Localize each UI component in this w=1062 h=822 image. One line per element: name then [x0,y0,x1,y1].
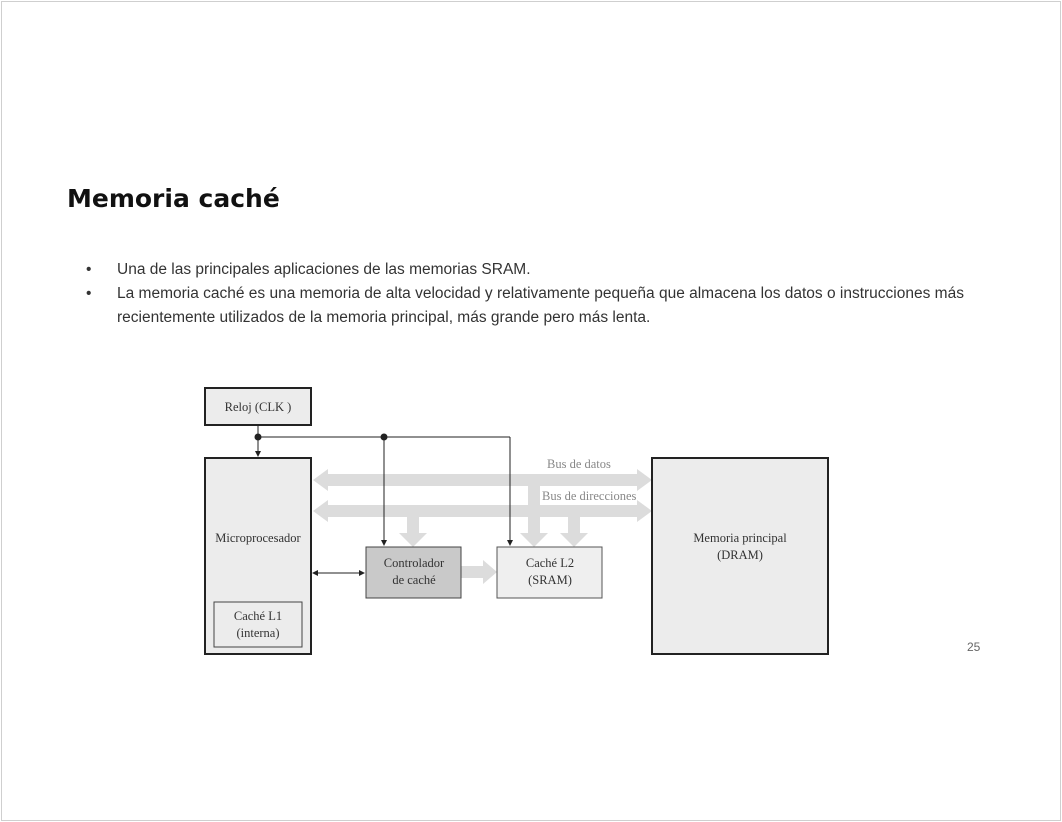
data-to-l2-arrow [520,486,548,547]
bullet-icon: • [86,285,92,302]
controller-to-l2-arrow [461,560,497,584]
address-bus-arrow [313,500,652,522]
data-bus-label: Bus de datos [547,457,611,471]
clock-box [204,387,312,426]
l2-label: Caché L2 [526,556,574,570]
bullet-item: •Una de las principales aplicaciones de … [84,258,984,282]
microprocessor-label: Microprocesador [215,531,301,545]
l1-label: Caché L1 [234,609,282,623]
bullet-list: •Una de las principales aplicaciones de … [84,258,984,330]
page-number: 25 [967,640,981,654]
junction-dot [254,433,262,441]
main-memory-label: Memoria principal [693,531,787,545]
controller-label: Controlador [384,556,445,570]
address-bus-label: Bus de direcciones [542,489,637,503]
main-memory-sublabel: (DRAM) [717,548,763,562]
junction-dot [380,433,388,441]
l1-sublabel: (interna) [236,626,279,640]
slide-title: Memoria caché [67,184,280,213]
controller-sublabel: de caché [392,573,436,587]
l1-cache-box [213,601,303,648]
bullet-icon: • [86,261,92,278]
data-bus-arrow [313,469,652,491]
address-to-controller-arrow [399,517,427,547]
bullet-item: •La memoria caché es una memoria de alta… [84,282,984,330]
clock-label: Reloj (CLK ) [225,400,292,414]
cache-controller-box [365,546,462,599]
l2-sublabel: (SRAM) [528,573,572,587]
address-to-l2-arrow [560,517,588,547]
l2-cache-box [496,546,603,599]
main-memory-box [651,457,829,655]
